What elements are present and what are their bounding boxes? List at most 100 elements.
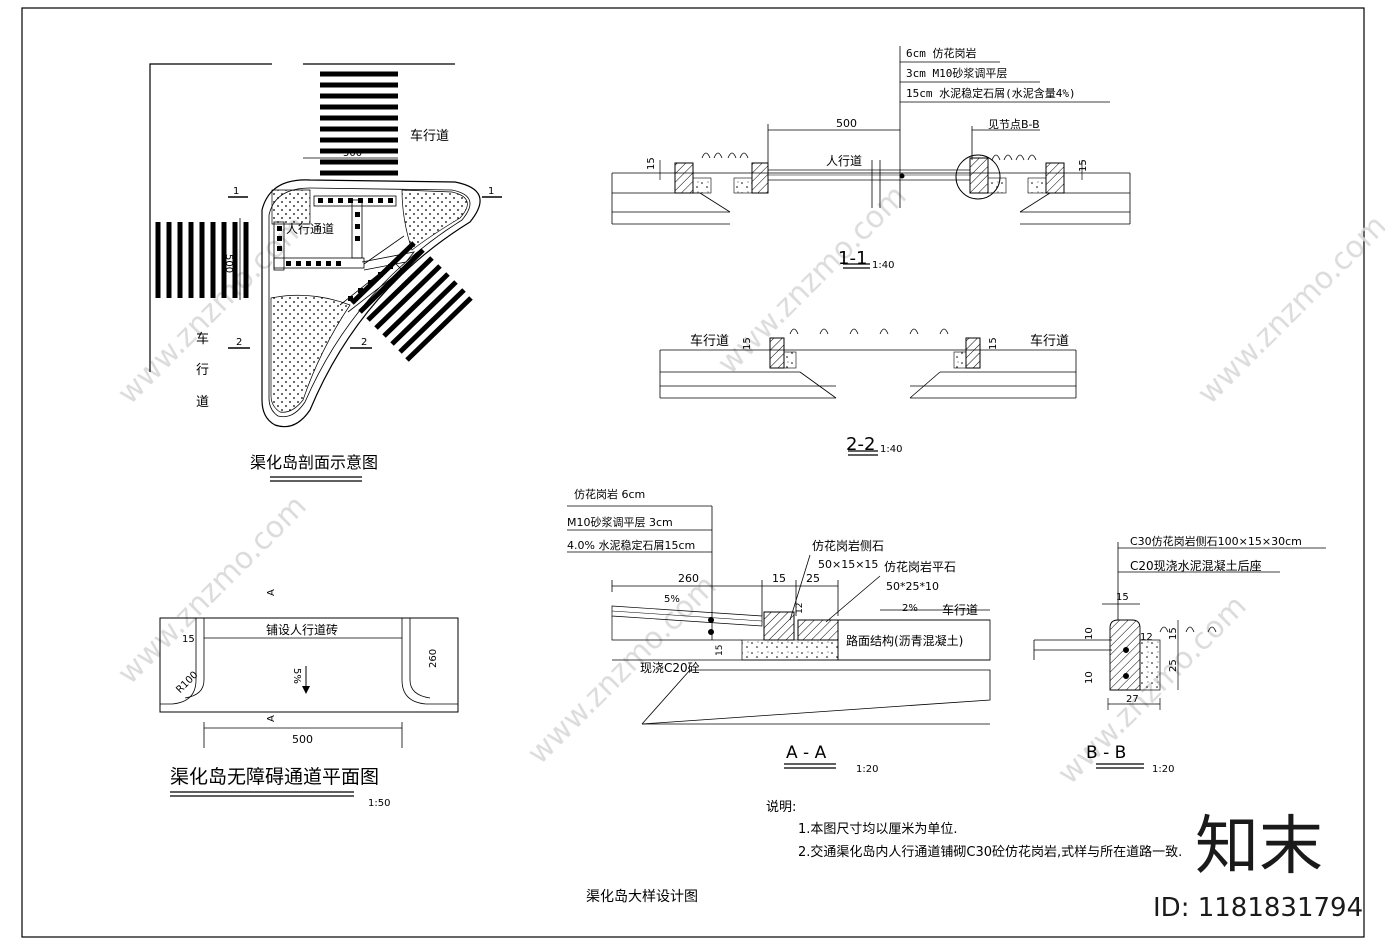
detail-callout-circle (955, 154, 1001, 200)
section-1-1-drawing (611, 46, 1131, 269)
bf-label-paving: 铺设人行道砖 (266, 622, 338, 637)
section-a-a-drawing (567, 505, 991, 769)
bb-dim-12: 12 (1140, 632, 1153, 643)
aa-dim-260: 260 (678, 572, 699, 585)
watermark-site-4: www.znzmo.com (1191, 209, 1385, 412)
s11-detail-ref: 见节点B-B (988, 118, 1040, 131)
aa-label-concrete: 现浇C20砼 (640, 661, 700, 675)
aa-layer-2: M10砂浆调平层 3cm (567, 515, 673, 529)
watermark-id-label: ID: 1181831794 (1153, 893, 1363, 923)
plan-label-walkway: 人行通道 (286, 222, 334, 236)
bf-dim-500: 500 (292, 733, 313, 746)
plan-title: 渠化岛剖面示意图 (250, 453, 378, 472)
bb-title: B - B (1086, 743, 1126, 763)
s22-label-road-left: 车行道 (690, 333, 729, 349)
bb-concrete-base (1139, 639, 1161, 691)
aa-dim-15: 15 (772, 572, 786, 585)
plan-section-2-left: 2 (236, 337, 242, 348)
bb-note-curb: C30仿花岗岩侧石100×15×30cm (1130, 534, 1302, 548)
plan-label-road-top: 车行道 (410, 128, 449, 144)
s11-title: 1-1 (838, 248, 867, 269)
aa-scale: 1:20 (856, 764, 878, 775)
s22-scale: 1:40 (880, 444, 902, 455)
aa-slope-walk: 5% (664, 594, 680, 605)
curb-1 (674, 162, 694, 194)
aa-title: A - A (786, 743, 827, 763)
grass-symbols-1 (701, 152, 749, 159)
s22-dim-15-left: 15 (742, 337, 753, 350)
grass-symbols-2 (991, 154, 1037, 161)
bb-dim-15-top: 15 (1116, 592, 1129, 603)
plan-section-2-right: 2 (361, 337, 367, 348)
section-b-b-drawing (1033, 542, 1326, 769)
aa-layer-3: 4.0% 水泥稳定石屑15cm (567, 538, 695, 552)
grass-symbols-bb (1159, 626, 1217, 633)
plan-view (149, 63, 502, 482)
bf-scale: 1:50 (368, 798, 390, 809)
crosswalk-top (320, 71, 398, 176)
aa-concrete-base (741, 639, 839, 661)
island-inner-outline (268, 187, 471, 418)
island-outline (261, 179, 481, 428)
plan-dim-500-left: 500 (223, 254, 234, 273)
bb-note-base: C20现浇水泥混凝土后座 (1130, 558, 1262, 573)
s11-dim-500: 500 (836, 117, 857, 130)
s11-scale: 1:40 (872, 260, 894, 271)
bb-dim-27: 27 (1126, 694, 1139, 705)
bf-dim-15: 15 (182, 634, 195, 645)
planting-area-1 (271, 189, 311, 225)
s22-title: 2-2 (846, 434, 875, 455)
bb-dim-10-upper: 10 (1084, 627, 1095, 640)
planting-area-2 (401, 189, 468, 251)
plan-section-1-right: 1 (488, 186, 494, 197)
watermark-site-5: www.znzmo.com (111, 489, 314, 692)
plan-dim-500-top: 500 (343, 148, 362, 159)
aa-curb-side: 仿花岗岩侧石 (812, 538, 884, 553)
barrier-free-plan-drawing (159, 617, 459, 797)
aa-curb-flat-size: 50*25*10 (886, 580, 939, 593)
bf-dim-260: 260 (428, 649, 439, 668)
notes-item-2: 2.交通渠化岛内人行通道铺砌C30砼仿花岗岩,式样与所在道路一致. (798, 844, 1182, 860)
aa-flat-curb (797, 619, 839, 641)
notes-heading: 说明: (766, 800, 796, 815)
bf-radius: R100 (174, 670, 200, 696)
s22-label-road-right: 车行道 (1030, 333, 1069, 349)
bf-slope: 5% (291, 668, 302, 684)
aa-sloped-paving (611, 605, 763, 627)
bb-dim-15-right: 15 (1168, 627, 1179, 640)
walkway-paving (273, 195, 415, 313)
aa-side-curb (763, 611, 795, 641)
aa-dim-15-vert: 15 (715, 645, 725, 656)
watermark-layer: www.znzmo.com www.znzmo.com www.znzmo.co… (111, 179, 1385, 923)
bb-dim-25: 25 (1168, 659, 1179, 672)
aa-label-road: 车行道 (942, 602, 978, 617)
bb-dim-10-lower: 10 (1084, 671, 1095, 684)
section-2-2-drawing (659, 328, 1077, 456)
bb-curb (1109, 619, 1141, 691)
aa-layer-1: 仿花岗岩 6cm (574, 487, 645, 501)
curb-4 (1045, 162, 1065, 194)
curb-2 (751, 162, 769, 194)
aa-dim-12: 12 (795, 603, 805, 614)
curb-2-2-right (965, 337, 981, 369)
s22-dim-15-right: 15 (988, 337, 999, 350)
road-edge-line (149, 63, 272, 372)
grass-symbols-3 (789, 328, 949, 335)
curb-3 (969, 157, 989, 194)
walkway-tile-marks (277, 198, 393, 301)
aa-curb-flat: 仿花岗岩平石 (884, 559, 956, 574)
drawing-title: 渠化岛大样设计图 (586, 889, 698, 905)
bf-section-mark-bottom: A (266, 715, 277, 722)
bf-section-mark-top: A (266, 589, 277, 596)
sheet-border (21, 7, 1365, 938)
s11-dim-15-left: 15 (646, 157, 657, 170)
watermark-brand-logo: 知末 (1195, 810, 1323, 884)
curb-2-2-left (769, 337, 785, 369)
s11-layer-3: 15cm 水泥稳定石屑(水泥含量4%) (906, 86, 1076, 100)
aa-slope-road: 2% (902, 603, 918, 614)
s11-layer-2: 3cm M10砂浆调平层 (906, 66, 1007, 80)
s11-layer-1: 6cm 仿花岗岩 (906, 46, 977, 60)
s11-label-walkway: 人行道 (826, 154, 862, 168)
aa-dim-25: 25 (806, 572, 820, 585)
